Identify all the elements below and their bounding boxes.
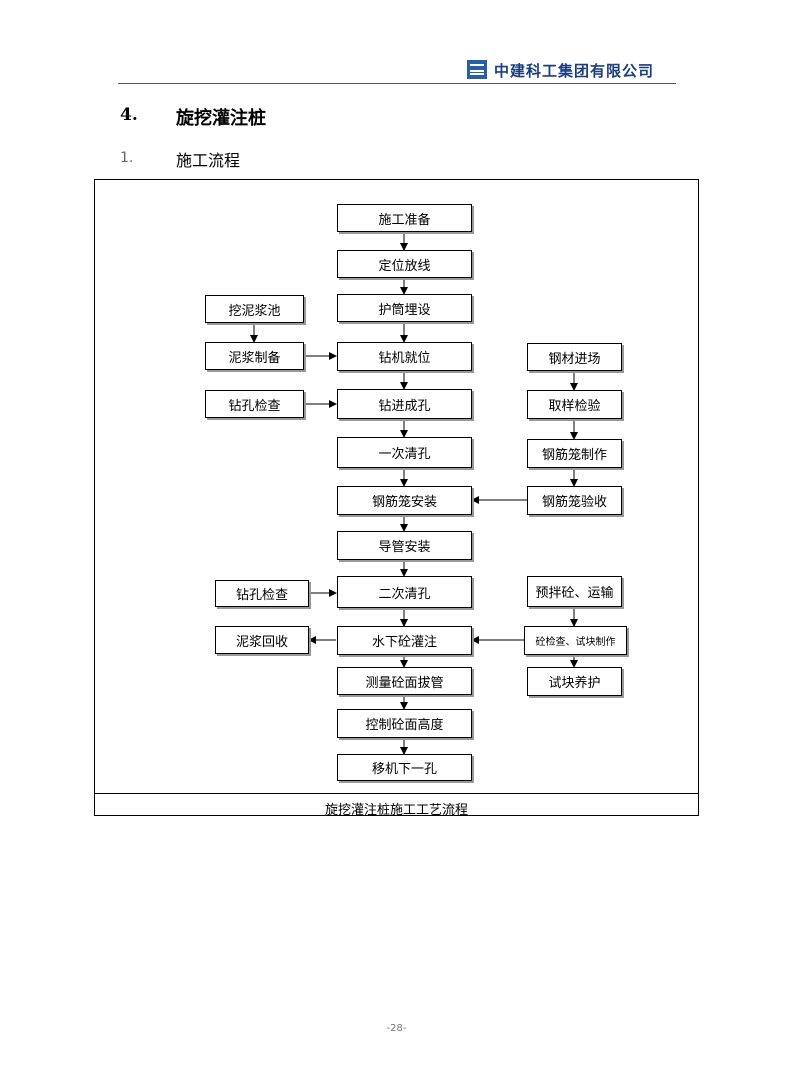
- flow-step-second-cleaning: 二次清孔: [337, 576, 472, 608]
- company-logo-icon: [467, 60, 487, 79]
- flow-step-tremie-install: 导管安装: [337, 531, 472, 560]
- flow-step-prep: 施工准备: [337, 204, 472, 232]
- flow-left-hole-check-1: 钻孔检查: [205, 390, 304, 418]
- subsection-title: 施工流程: [176, 151, 241, 170]
- subsection-number: 1.: [120, 150, 134, 166]
- flow-step-measure-pull: 测量砼面拔管: [337, 667, 472, 695]
- header-rule: [118, 83, 676, 84]
- flow-right-specimen-curing: 试块养护: [527, 667, 622, 696]
- flow-step-first-cleaning: 一次清孔: [337, 437, 472, 468]
- flow-right-concrete-test: 砼检查、试块制作: [524, 626, 627, 655]
- flow-right-sampling: 取样检验: [527, 390, 622, 419]
- flow-left-mud-pit: 挖泥浆池: [205, 295, 304, 323]
- flow-left-hole-check-2: 钻孔检查: [215, 580, 309, 607]
- flow-right-steel-arrival: 钢材进场: [527, 343, 622, 371]
- page-number: -28-: [386, 1023, 407, 1034]
- flowchart-frame: [94, 179, 699, 816]
- section-title: 旋挖灌注桩: [176, 108, 266, 129]
- flow-right-ready-mix: 预拌砼、运输: [527, 576, 622, 607]
- flow-step-rig-position: 钻机就位: [337, 342, 472, 371]
- company-name: 中建科工集团有限公司: [494, 62, 655, 80]
- caption-row: 旋挖灌注桩施工工艺流程: [94, 793, 699, 818]
- flow-right-cage-fabrication: 钢筋笼制作: [527, 439, 622, 468]
- flow-step-layout: 定位放线: [337, 250, 472, 278]
- flow-step-drilling: 钻进成孔: [337, 389, 472, 419]
- flow-left-mud-recovery: 泥浆回收: [215, 626, 309, 654]
- flow-step-cage-install: 钢筋笼安装: [337, 486, 472, 515]
- flow-right-cage-acceptance: 钢筋笼验收: [527, 486, 622, 515]
- flow-step-underwater-pour: 水下砼灌注: [337, 626, 472, 655]
- section-number: 4.: [120, 105, 138, 125]
- flow-step-level-control: 控制砼面高度: [337, 709, 472, 738]
- flow-step-next-hole: 移机下一孔: [337, 754, 472, 781]
- figure-caption: 旋挖灌注桩施工工艺流程: [324, 803, 468, 818]
- flow-left-mud-prep: 泥浆制备: [205, 342, 304, 370]
- flow-step-casing: 护筒埋设: [337, 294, 472, 322]
